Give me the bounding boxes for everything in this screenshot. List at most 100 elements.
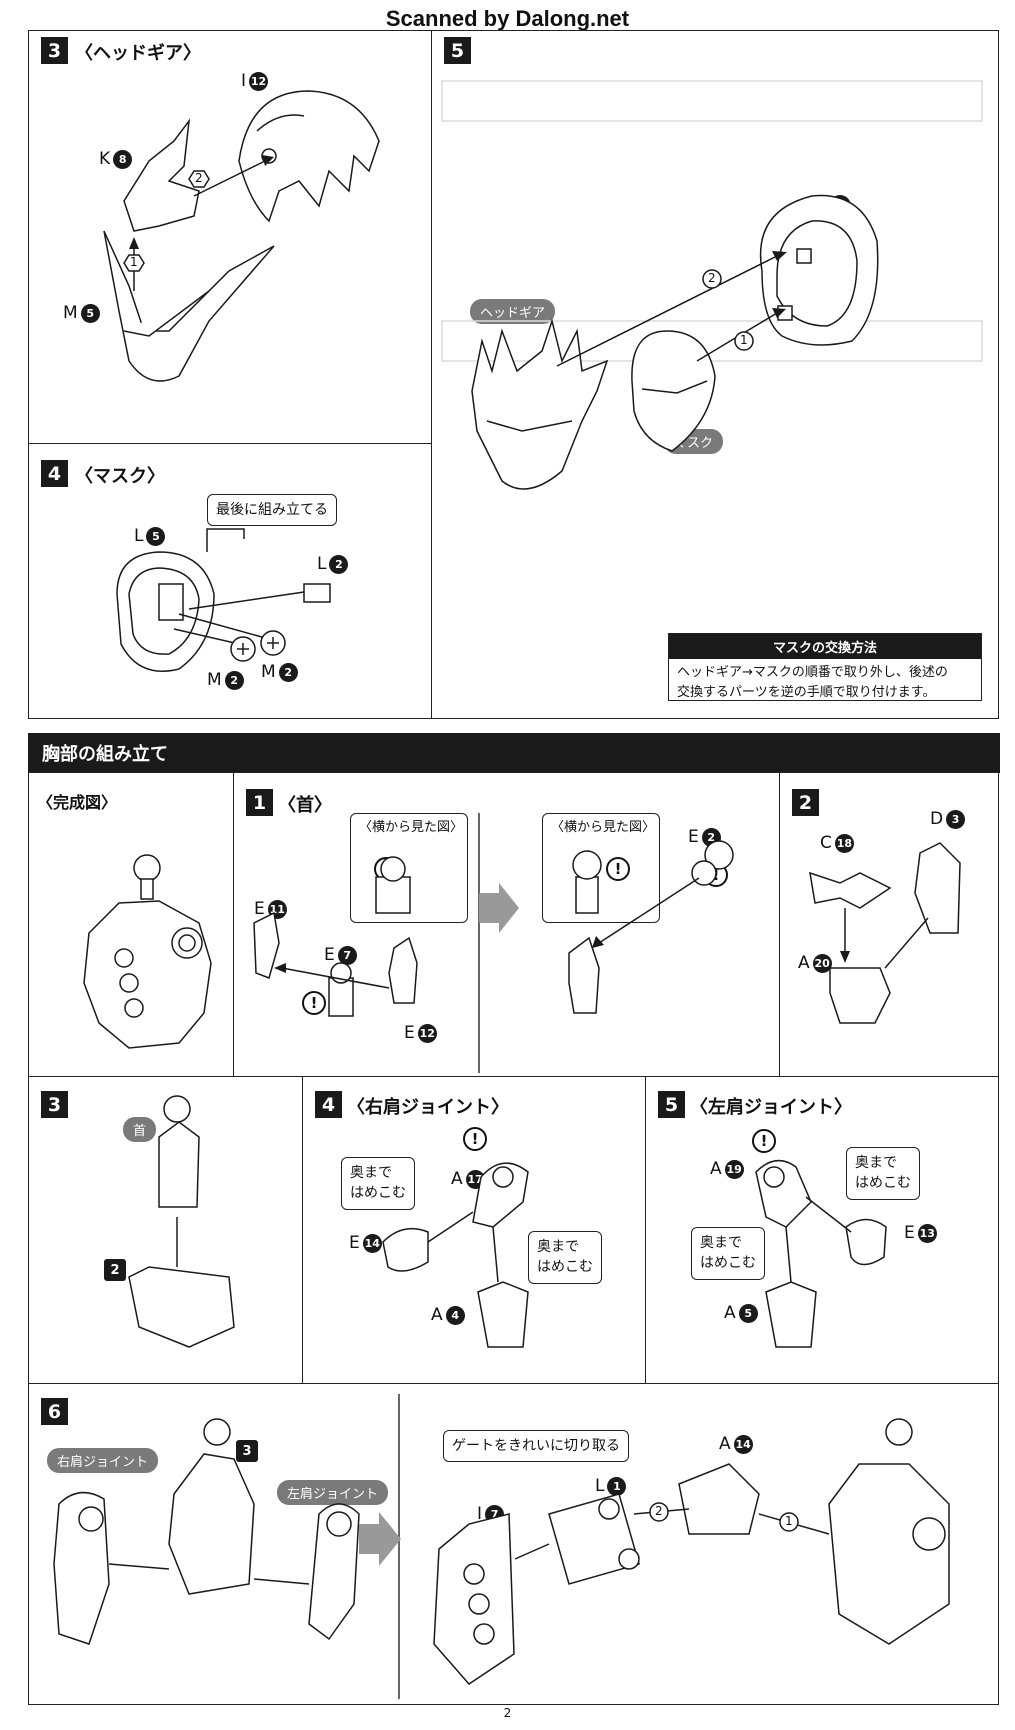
part-letter: L: [317, 554, 327, 574]
chest-step6-illustration: [53, 1394, 950, 1699]
step-number: 2: [792, 789, 819, 816]
callout-line: 奥まで: [537, 1239, 579, 1255]
page-number: 2: [503, 1706, 512, 1720]
part-letter: A: [431, 1305, 443, 1325]
part-letter: M: [207, 670, 222, 690]
part-label-k: K 8: [99, 149, 133, 169]
warning-icon: !: [752, 1129, 776, 1153]
warning-icon: !: [302, 991, 326, 1015]
part-letter: L: [134, 526, 144, 546]
neck-assembly-illustration: [253, 813, 734, 1073]
part-letter: A: [798, 953, 810, 973]
part-number: 1: [607, 1476, 627, 1496]
part-label-d3: D 3: [930, 809, 966, 829]
headgear-assembly-illustration: [103, 90, 380, 382]
mask-swap-info-box: マスクの交換方法 ヘッドギア→マスクの順番で取り外し、後述の 交換するパーツを逆…: [668, 633, 982, 701]
part-letter: D: [930, 809, 944, 829]
part-number: 5: [146, 526, 166, 546]
step-title: 〈左肩ジョイント〉: [690, 1097, 852, 1118]
part-number: 2: [224, 670, 244, 690]
order-marker-1: 1: [740, 333, 748, 347]
step-ref-3: 3: [233, 1440, 258, 1462]
part-label-e12: E 12: [404, 1023, 437, 1043]
part-letter: E: [324, 945, 335, 965]
step-title: 〈完成図〉: [37, 793, 118, 812]
part-label-a14: A 14: [719, 1434, 753, 1454]
part-letter: E: [688, 827, 699, 847]
callout-line: 奥まで: [350, 1165, 392, 1181]
step-number: 3: [41, 37, 68, 64]
part-label-i: I 12: [241, 71, 269, 91]
order-marker-2: 2: [708, 271, 716, 285]
callout-line: 奥まで: [855, 1155, 897, 1171]
part-label-a4: A 4: [431, 1305, 465, 1325]
chest-step3-illustration: [128, 1095, 235, 1348]
part-number: 20: [812, 953, 832, 973]
info-title: マスクの交換方法: [669, 634, 981, 659]
part-letter: M: [63, 303, 78, 323]
callout-line: はめこむ: [855, 1175, 911, 1192]
part-number: 4: [445, 1305, 465, 1325]
order-marker-2: 2: [195, 171, 203, 185]
part-letter: A: [710, 1159, 722, 1179]
headgear-mask-fit-illustration: [441, 80, 983, 490]
part-letter: E: [349, 1233, 360, 1253]
part-letter: C: [820, 833, 832, 853]
chest-step2-illustration: [809, 842, 961, 1024]
step-number: 6: [41, 1398, 68, 1425]
part-letter: I: [241, 71, 247, 91]
step-ref-2: 2: [101, 1259, 126, 1281]
step-number: 5: [658, 1091, 685, 1118]
part-label-m2b: M 2: [261, 662, 298, 682]
part-letter: A: [724, 1303, 736, 1323]
panel-chest-step6: 6 右肩ジョイント 左肩ジョイント 3 ゲートをきれいに切り取る I 7 L 1…: [28, 1383, 999, 1705]
callout-assemble-last: 最後に組み立てる: [207, 494, 337, 527]
step-number: 4: [41, 460, 68, 487]
part-letter: K: [99, 149, 111, 169]
part-letter: L: [595, 1476, 605, 1496]
step-title: 〈首〉: [278, 795, 332, 816]
part-number: 2: [329, 554, 349, 574]
panel-chest-step1: 1 〈首〉 〈横から見た図〉 〈横から見た図〉 ! ! ! ! E 11 E 7…: [233, 772, 780, 1077]
part-label-e14: E 14: [349, 1233, 382, 1253]
step-title: 〈ヘッドギア〉: [75, 43, 201, 64]
part-letter: A: [451, 1169, 463, 1189]
info-body: ヘッドギア→マスクの順番で取り外し、後述の 交換するパーツを逆の手順で取り付けま…: [669, 659, 981, 706]
ref-number: 3: [236, 1440, 258, 1462]
chest-completed-illustration: [83, 854, 212, 1049]
part-number: 14: [733, 1434, 753, 1454]
part-number: 5: [738, 1303, 758, 1323]
part-label-c18: C 18: [820, 833, 854, 853]
pill-left-shoulder-joint: 左肩ジョイント: [277, 1480, 389, 1505]
callout-press-in: 奥まで はめこむ: [528, 1231, 602, 1284]
callout-cut-gate: ゲートをきれいに切り取る: [443, 1430, 629, 1463]
panel-chest-step3: 3 首 2: [28, 1076, 303, 1384]
part-number: 12: [417, 1023, 437, 1043]
step-number: 1: [246, 789, 273, 816]
info-line: ヘッドギア→マスクの順番で取り外し、後述の: [677, 665, 948, 680]
panel-step4-mask: 4 〈マスク〉 最後に組み立てる L 5 L 2 M 2 M 2: [28, 443, 432, 719]
ref-number: 2: [104, 1259, 126, 1281]
callout-line: はめこむ: [537, 1259, 593, 1276]
part-label-e13: E 13: [904, 1223, 937, 1243]
part-label-l5: L 5: [134, 526, 166, 546]
order-marker-1: 1: [130, 255, 138, 269]
part-number: 2: [278, 662, 298, 682]
callout-press-in: 奥まで はめこむ: [341, 1157, 415, 1210]
panel-step3-headgear: 3 〈ヘッドギア〉 I 12 K 8 M 5 1 2: [28, 30, 432, 444]
part-label-a5: A 5: [724, 1303, 758, 1323]
callout-press-in: 奥まで はめこむ: [846, 1147, 920, 1200]
part-label-l1: L 1: [595, 1476, 627, 1496]
info-line: 交換するパーツを逆の手順で取り付けます。: [677, 684, 936, 700]
watermark-text: Scanned by Dalong.net: [385, 6, 630, 31]
part-label-e7: E 7: [324, 945, 357, 965]
part-number: 7: [337, 945, 357, 965]
part-label-a19: A 19: [710, 1159, 744, 1179]
part-letter: A: [719, 1434, 731, 1454]
pill-headgear: ヘッドギア: [470, 299, 556, 324]
pill-right-shoulder-joint: 右肩ジョイント: [47, 1448, 159, 1473]
step-number: 4: [315, 1091, 342, 1118]
warning-icon: !: [463, 1127, 487, 1151]
part-letter: I: [477, 1504, 483, 1524]
part-number: 12: [249, 71, 269, 91]
